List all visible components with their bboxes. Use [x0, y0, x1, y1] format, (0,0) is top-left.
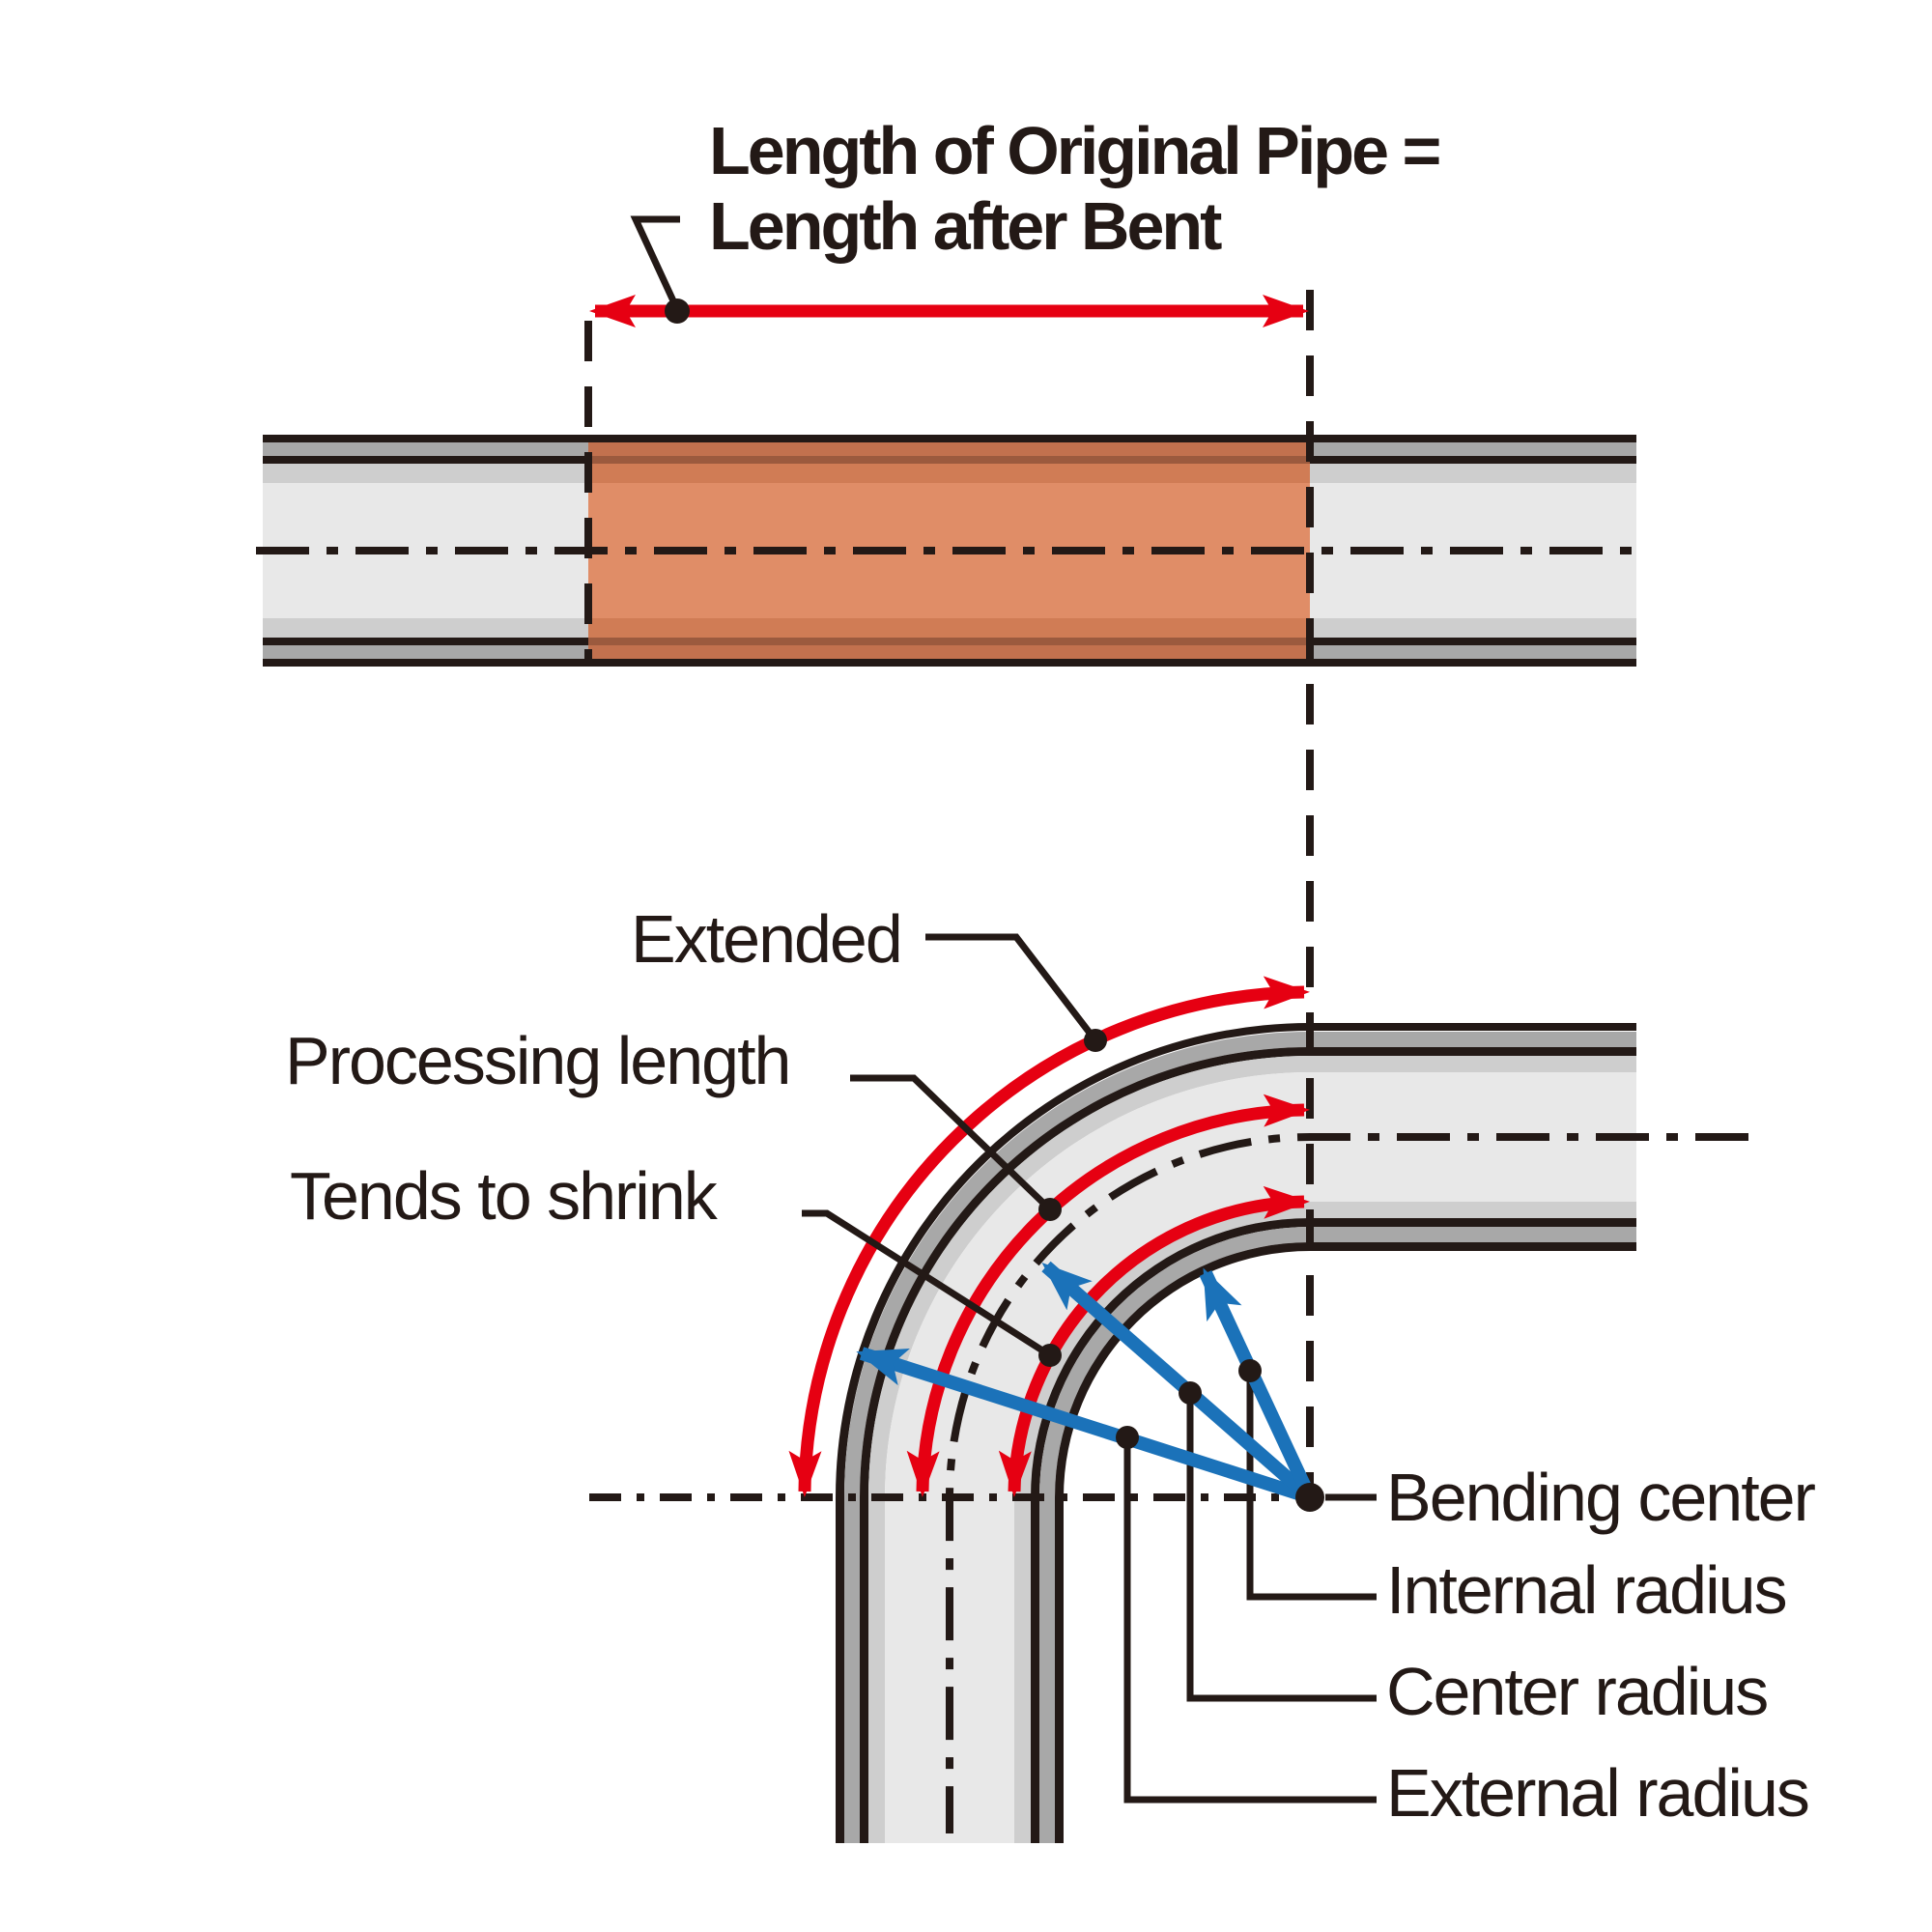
bending-center-dot	[1295, 1483, 1324, 1512]
internal-radius-label: Internal radius	[1386, 1552, 1786, 1628]
extended-dot	[1084, 1029, 1107, 1052]
center-radius-label: Center radius	[1386, 1654, 1767, 1729]
bending-center-label: Bending center	[1386, 1460, 1816, 1535]
labels: Length of Original Pipe = Length after B…	[285, 113, 1818, 1831]
highlight-wall-bottom	[588, 645, 1310, 659]
title-leader	[630, 215, 680, 309]
processing-length-dot	[1038, 1198, 1062, 1221]
tends-to-shrink-arc	[998, 1185, 1310, 1497]
straight-pipe-outer-top-line	[263, 435, 1636, 442]
internal-radius-arrow	[1199, 1267, 1317, 1500]
processing-length-label: Processing length	[285, 1023, 789, 1098]
highlight-line-bottom	[588, 638, 1310, 645]
leader-lines	[630, 215, 1377, 1804]
external-radius-label: External radius	[1386, 1755, 1808, 1831]
bent-pipe-inner-edge-line	[1055, 1242, 1636, 1843]
internal-radius-dot	[1238, 1359, 1262, 1382]
straight-pipe-outer-bottom-line	[263, 659, 1636, 667]
length-arrow-dot	[665, 298, 690, 324]
highlight-shade-bottom	[588, 618, 1310, 638]
highlight-shade-top	[588, 464, 1310, 483]
external-radius-leader	[1123, 1437, 1377, 1804]
construction-lines	[584, 290, 1314, 1501]
center-radius-leader	[1186, 1393, 1377, 1702]
external-radius-arrow	[856, 1347, 1313, 1504]
processing-length-leader	[850, 1074, 1053, 1212]
title-line-1: Length of Original Pipe =	[709, 113, 1439, 188]
reference-dots	[665, 298, 1324, 1512]
tends-to-shrink-label: Tends to shrink	[290, 1158, 719, 1234]
highlight-wall-top	[588, 442, 1310, 456]
tends-to-shrink-leader	[802, 1209, 1052, 1358]
radius-arrows	[856, 1261, 1317, 1504]
center-radius-dot	[1179, 1381, 1202, 1405]
bend-arcs	[788, 976, 1310, 1497]
title-line-2: Length after Bent	[709, 188, 1222, 264]
extended-label: Extended	[631, 901, 901, 977]
center-radius-arrow	[1041, 1261, 1315, 1503]
straight-pipe-highlight-section	[588, 442, 1310, 659]
tends-to-shrink-dot	[1038, 1344, 1062, 1367]
external-radius-dot	[1116, 1426, 1139, 1449]
highlight-line-top	[588, 456, 1310, 464]
extended-leader	[925, 933, 1098, 1043]
